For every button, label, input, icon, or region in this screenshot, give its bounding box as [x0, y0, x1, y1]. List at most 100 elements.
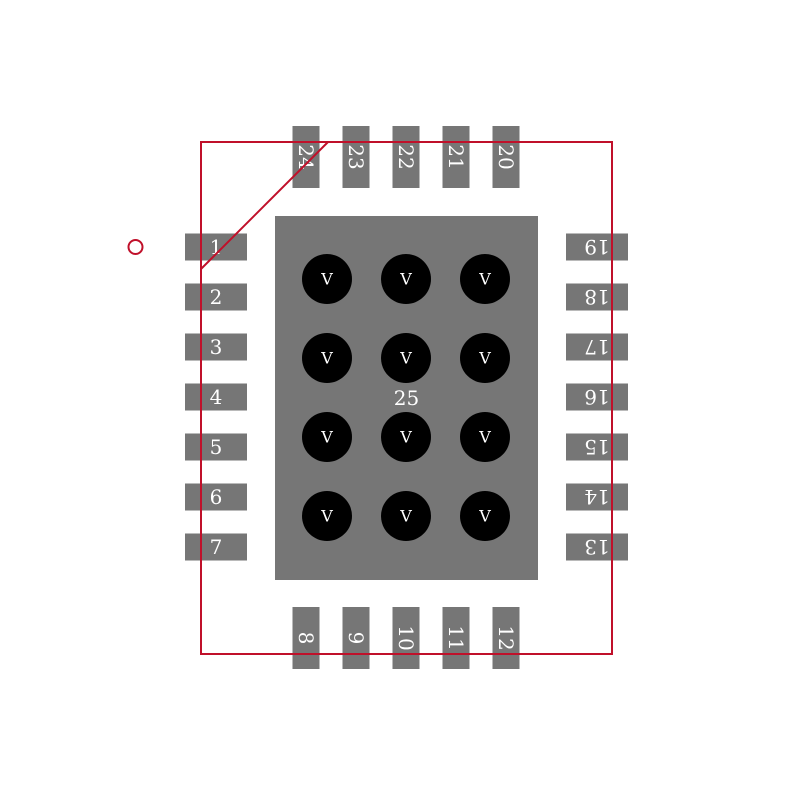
via-circle	[381, 254, 431, 304]
via-circle	[302, 412, 352, 462]
pin-20: 20	[492, 126, 520, 188]
pad-11	[442, 607, 470, 669]
pad-14	[566, 483, 628, 511]
via-label: V	[478, 428, 491, 447]
pad-13	[566, 533, 628, 561]
via-label: V	[320, 428, 333, 447]
pin-6: 6	[185, 483, 247, 511]
via-circle	[460, 491, 510, 541]
via-label: V	[320, 507, 333, 526]
via: V	[460, 491, 510, 541]
pin-label-20: 20	[494, 144, 518, 169]
pin1-chamfer-line	[200, 141, 329, 270]
pad-12	[492, 607, 520, 669]
via: V	[302, 412, 352, 462]
via-label: V	[478, 349, 491, 368]
pad-3	[185, 333, 247, 361]
pad-22	[392, 126, 420, 188]
via: V	[460, 333, 510, 383]
via: V	[302, 491, 352, 541]
via-label: V	[399, 349, 412, 368]
component-outline-group	[127, 141, 613, 655]
pin1-indicator-circle	[127, 239, 144, 255]
pin-label-22: 22	[394, 144, 418, 169]
via-circle	[381, 333, 431, 383]
pin-label-5: 5	[210, 435, 223, 459]
via-label: V	[399, 507, 412, 526]
pin-label-23: 23	[344, 144, 368, 169]
pin-10: 10	[392, 607, 420, 669]
via: V	[460, 412, 510, 462]
pin-label-12: 12	[494, 625, 518, 650]
pin-8: 8	[292, 607, 320, 669]
via-circle	[302, 491, 352, 541]
via-label: V	[478, 507, 491, 526]
pad-2	[185, 283, 247, 311]
pad-17	[566, 333, 628, 361]
via-grid: V V V V V V V V V V V V	[302, 254, 510, 541]
via: V	[381, 333, 431, 383]
pad-21	[442, 126, 470, 188]
pad-5	[185, 433, 247, 461]
pin-label-10: 10	[394, 625, 418, 650]
pin-label-8: 8	[294, 632, 318, 645]
pin-11: 11	[442, 607, 470, 669]
via-circle	[302, 254, 352, 304]
via: V	[460, 254, 510, 304]
via: V	[302, 333, 352, 383]
pin-13: 13	[566, 533, 628, 561]
pin-9: 9	[342, 607, 370, 669]
pin-3: 3	[185, 333, 247, 361]
pad-9	[342, 607, 370, 669]
pin-21: 21	[442, 126, 470, 188]
pad-10	[392, 607, 420, 669]
pin-label-21: 21	[444, 144, 468, 169]
via-circle	[460, 412, 510, 462]
pin-label-18: 18	[584, 285, 609, 309]
via-label: V	[399, 428, 412, 447]
pin-label-11: 11	[444, 625, 468, 650]
pin-22: 22	[392, 126, 420, 188]
pad-15	[566, 433, 628, 461]
pin-16: 16	[566, 383, 628, 411]
pin-19: 19	[566, 233, 628, 261]
via-label: V	[320, 349, 333, 368]
pin-4: 4	[185, 383, 247, 411]
via-label: V	[478, 270, 491, 289]
pin-label-14: 14	[584, 485, 609, 509]
pad-7	[185, 533, 247, 561]
pin-label-7: 7	[210, 535, 223, 559]
pin-label-3: 3	[210, 335, 223, 359]
pin-label-19: 19	[584, 235, 609, 259]
pad-1	[185, 233, 247, 261]
pin-7: 7	[185, 533, 247, 561]
pin-label-2: 2	[210, 285, 223, 309]
pad-24	[292, 126, 320, 188]
pad-6	[185, 483, 247, 511]
pad-4	[185, 383, 247, 411]
pad-20	[492, 126, 520, 188]
pin-label-15: 15	[584, 435, 609, 459]
via-circle	[302, 333, 352, 383]
via-label: V	[399, 270, 412, 289]
pin-label-6: 6	[210, 485, 223, 509]
pin-24: 24	[292, 126, 320, 188]
via: V	[381, 254, 431, 304]
via-circle	[381, 491, 431, 541]
via-circle	[460, 254, 510, 304]
pin-label-4: 4	[210, 385, 223, 409]
via-label: V	[320, 270, 333, 289]
pin-15: 15	[566, 433, 628, 461]
via: V	[381, 491, 431, 541]
pad-8	[292, 607, 320, 669]
pin-23: 23	[342, 126, 370, 188]
pad-19	[566, 233, 628, 261]
pin-18: 18	[566, 283, 628, 311]
pin-12: 12	[492, 607, 520, 669]
pin-label-9: 9	[344, 632, 368, 645]
via: V	[381, 412, 431, 462]
pad-18	[566, 283, 628, 311]
thermal-pad-label: 25	[394, 386, 419, 410]
